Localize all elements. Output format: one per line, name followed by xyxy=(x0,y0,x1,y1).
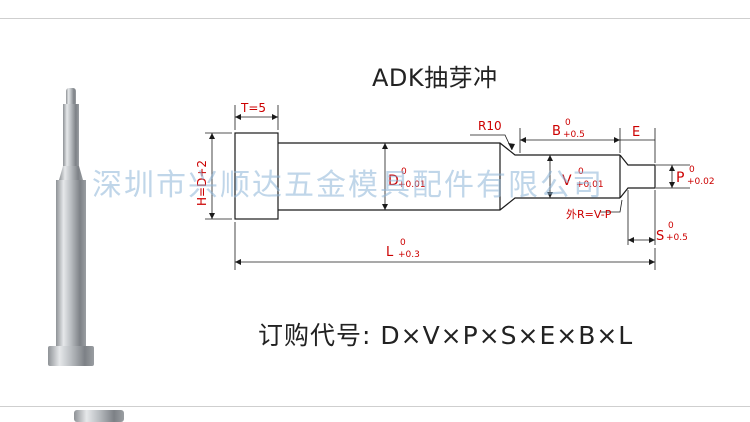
dim-v: V xyxy=(562,173,572,189)
company-watermark: 深圳市兴顺达五金模具配件有限公司 xyxy=(92,168,604,203)
product-title: ADK抽芽冲 xyxy=(372,64,498,92)
dim-d-tol-lower: +0.01 xyxy=(398,180,426,190)
dim-b: B xyxy=(552,124,561,139)
dim-r10: R10 xyxy=(478,119,502,133)
bottom-divider xyxy=(0,406,750,407)
dim-s-tol-lower: +0.5 xyxy=(666,233,688,243)
punch-product-photo-cropped xyxy=(74,410,124,422)
dim-p-tol-upper: 0 xyxy=(689,165,695,175)
dim-s-tol-upper: 0 xyxy=(668,221,674,231)
dim-t: T=5 xyxy=(240,101,266,115)
dimension-lines xyxy=(205,105,690,270)
dim-l-tol-lower: +0.3 xyxy=(398,250,420,260)
dim-l-tol-upper: 0 xyxy=(400,238,406,248)
dim-h: H=D+2 xyxy=(195,160,209,206)
dim-b-tol-lower: +0.5 xyxy=(563,130,585,140)
dim-p-tol-lower: +0.02 xyxy=(687,177,715,187)
dim-l: L xyxy=(386,245,394,260)
dim-v-tol-lower: +0.01 xyxy=(576,180,604,190)
dim-p: P xyxy=(676,170,684,186)
dim-s: S xyxy=(656,229,664,244)
dim-v-tol-upper: 0 xyxy=(578,167,584,177)
arrowheads xyxy=(209,114,675,265)
order-code: 订购代号: D×V×P×S×E×B×L xyxy=(258,321,634,350)
dim-d-tol-upper: 0 xyxy=(401,167,407,177)
dimension-labels: T=5 H=D+2 D 0 +0.01 R10 B 0 +0.5 E V 0 +… xyxy=(195,101,715,260)
punch-outline xyxy=(234,132,656,220)
dim-e: E xyxy=(632,125,640,140)
dim-outer-r: 外R=V-P xyxy=(566,208,612,221)
top-divider xyxy=(0,18,750,19)
dim-d: D xyxy=(388,173,399,189)
dim-b-tol-upper: 0 xyxy=(565,118,571,128)
